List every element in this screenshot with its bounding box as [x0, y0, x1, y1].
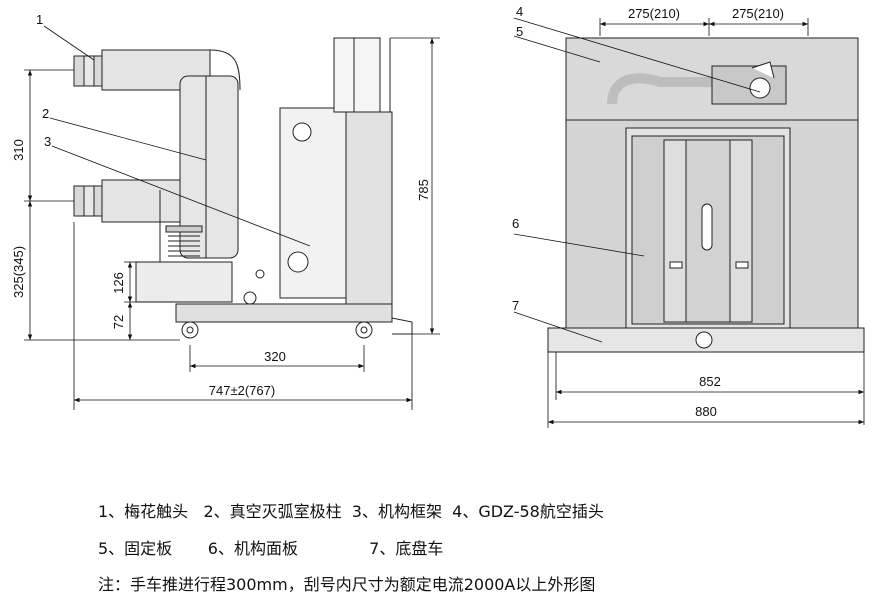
dim-275-left: 275(210) — [628, 6, 680, 21]
front-dimensions — [547, 18, 865, 428]
side-view — [73, 37, 413, 339]
chassis — [175, 303, 413, 339]
legend-line-1: 1、梅花触头 2、真空灭弧室极柱 3、机构框架 4、GDZ-58航空插头 — [98, 502, 604, 521]
technical-drawing: 310 325(345) 126 72 320 747±2(767) 785 1… — [11, 4, 865, 428]
front-view — [547, 37, 865, 353]
side-callouts — [43, 25, 311, 247]
lower-contact — [73, 179, 183, 223]
dim-747: 747±2(767) — [209, 383, 275, 398]
dim-126: 126 — [111, 272, 126, 294]
dim-852: 852 — [699, 374, 721, 389]
mechanism-frame — [240, 37, 393, 313]
callout-7: 7 — [512, 298, 519, 313]
dim-275-right: 275(210) — [732, 6, 784, 21]
side-dimension-labels: 310 325(345) 126 72 320 747±2(767) 785 — [11, 139, 431, 398]
dim-880: 880 — [695, 404, 717, 419]
dim-785: 785 — [416, 179, 431, 201]
front-callouts — [513, 17, 761, 343]
callout-1: 1 — [36, 12, 43, 27]
vacuum-pole — [159, 75, 239, 262]
dim-72: 72 — [111, 315, 126, 329]
callout-6: 6 — [512, 216, 519, 231]
legend-line-2: 5、固定板 6、机构面板 7、底盘车 — [98, 539, 444, 558]
legend-note: 注：手车推进行程300mm，刮号内尺寸为额定电流2000A以上外形图 — [98, 575, 596, 594]
pole-bracket — [135, 261, 233, 303]
front-dimension-labels: 275(210) 275(210) 852 880 — [628, 6, 784, 419]
callout-5: 5 — [516, 24, 523, 39]
callout-3: 3 — [44, 134, 51, 149]
aviation-plug — [607, 61, 787, 105]
callout-2: 2 — [42, 106, 49, 121]
callout-4: 4 — [516, 4, 523, 19]
dim-325-345: 325(345) — [11, 246, 26, 298]
dim-310: 310 — [11, 139, 26, 161]
dim-320: 320 — [264, 349, 286, 364]
side-dimensions — [24, 37, 440, 410]
